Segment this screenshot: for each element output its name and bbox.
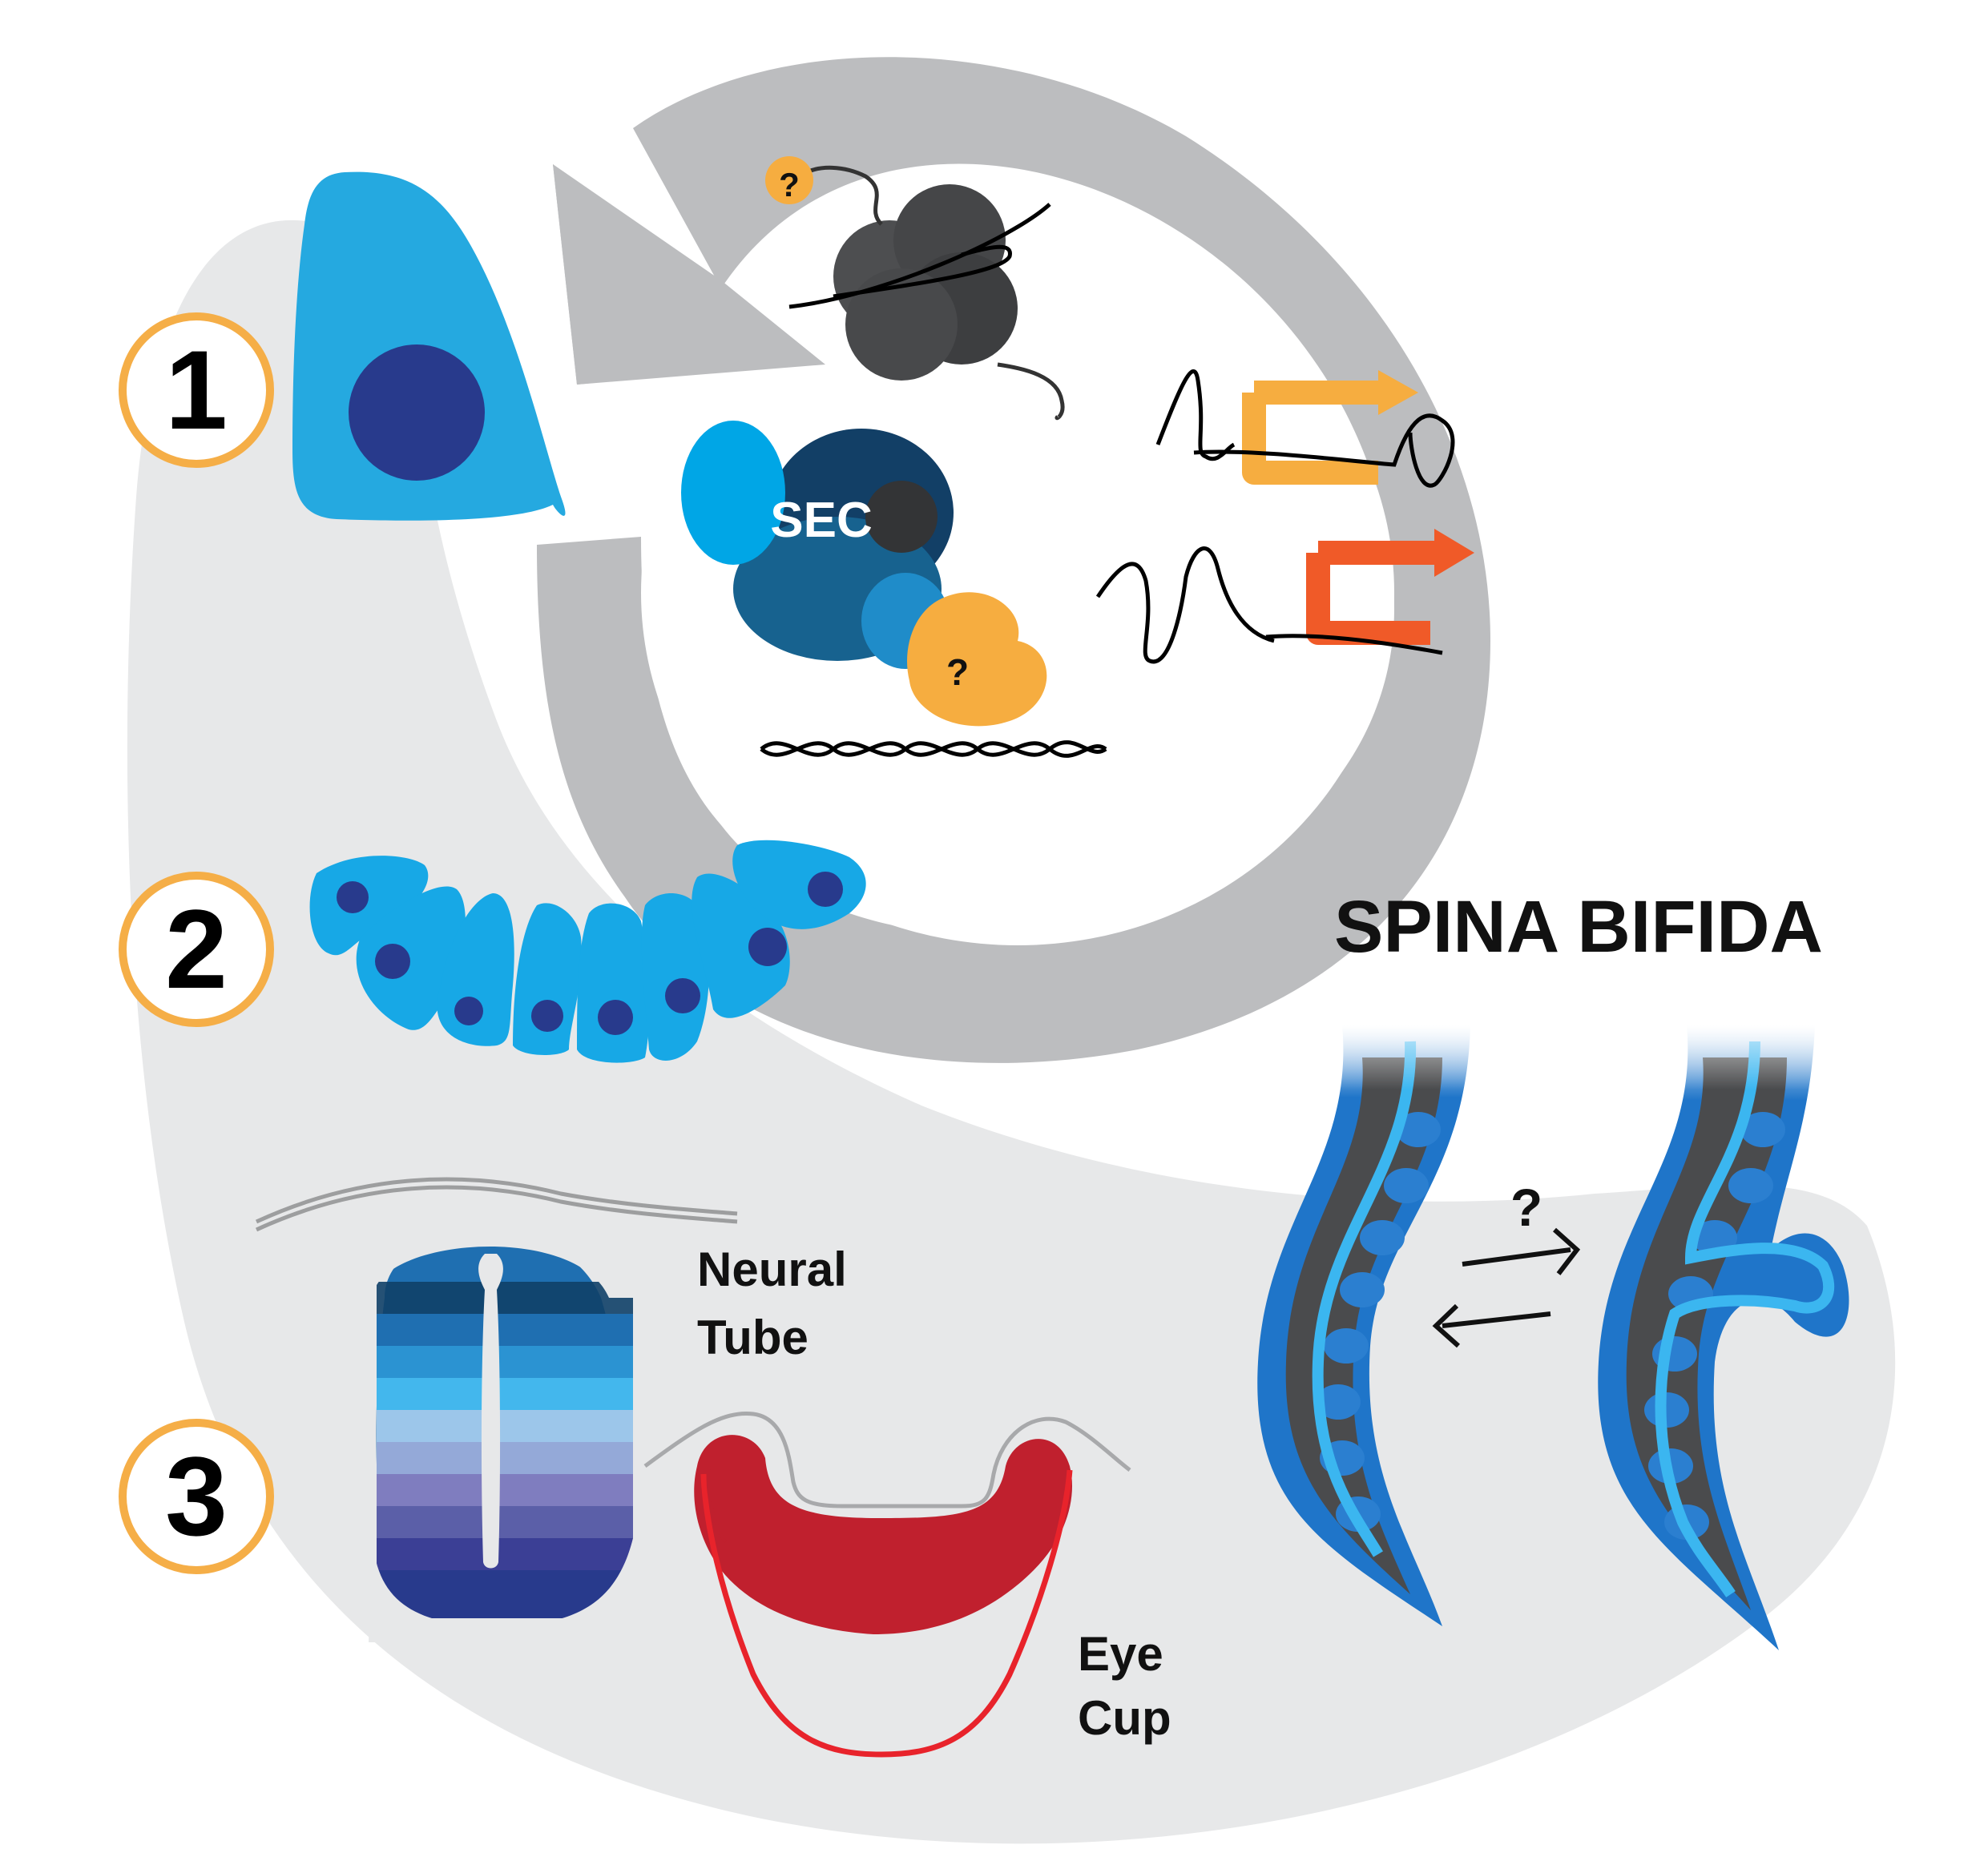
gene-promoter-red xyxy=(1095,529,1474,664)
eye-cup xyxy=(643,1411,1131,1758)
step-2-badge: 2 xyxy=(119,872,274,1027)
single-cell xyxy=(292,171,566,521)
step-1-badge: 1 xyxy=(119,312,274,468)
normal-spine xyxy=(1257,1001,1482,1626)
step-2-number: 2 xyxy=(165,886,228,1012)
sec-complex: SEC ? xyxy=(681,421,1107,758)
reversible-arrows: ? xyxy=(1432,1178,1581,1348)
gene-promoter-orange xyxy=(1155,369,1455,488)
neural-tube-label-line1: Neural xyxy=(697,1243,847,1296)
ribosome-complex: ? xyxy=(765,156,1065,421)
eye-cup-label-line2: Cup xyxy=(1078,1691,1171,1745)
unknown-mark-2: ? xyxy=(946,651,969,693)
cycle-arrow xyxy=(537,57,1490,1063)
epithelium-cells xyxy=(309,840,866,1063)
neural-tube xyxy=(255,1177,738,1642)
spina-bifida-title: SPINA BIFIDA xyxy=(1334,886,1823,968)
step-3-number: 3 xyxy=(165,1433,228,1559)
eye-cup-label-line1: Eye xyxy=(1078,1627,1163,1681)
sec-label: SEC xyxy=(770,493,872,548)
step-3-badge: 3 xyxy=(119,1419,274,1574)
step-1-number: 1 xyxy=(165,327,228,453)
unknown-mark-3: ? xyxy=(1510,1178,1542,1237)
unknown-mark-1: ? xyxy=(779,166,800,203)
spina-bifida-spine xyxy=(1598,1001,1849,1650)
neural-tube-label-line2: Tube xyxy=(697,1311,809,1364)
cell-nucleus xyxy=(349,344,485,481)
